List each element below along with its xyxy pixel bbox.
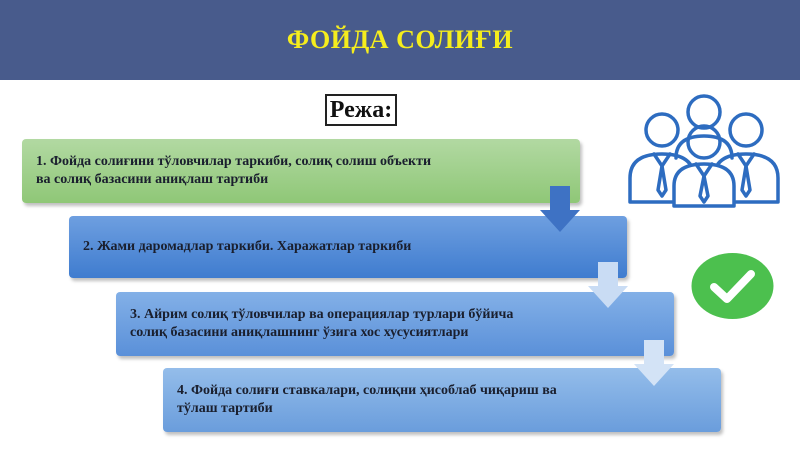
step-1-box: 1. Фойда солиғини тўловчилар таркиби, со… [22, 139, 580, 203]
slide-title: ФОЙДА СОЛИҒИ [286, 25, 514, 54]
step-2-box: 2. Жами даромадлар таркиби. Харажатлар т… [69, 216, 627, 278]
check-circle-icon [691, 253, 774, 319]
step-3-text: 3. Айрим солиқ тўловчилар ва операциялар… [130, 307, 514, 340]
step-4-text: 4. Фойда солиғи ставкалари, солиқни ҳисо… [177, 383, 557, 416]
step-1-text: 1. Фойда солиғини тўловчилар таркиби, со… [36, 154, 432, 187]
step-3-box: 3. Айрим солиқ тўловчилар ва операциялар… [116, 292, 674, 356]
arrow-down-icon [540, 186, 580, 232]
step-2-text: 2. Жами даромадлар таркиби. Харажатлар т… [83, 239, 412, 254]
arrow-down-icon [588, 262, 628, 308]
people-group-icon [628, 94, 780, 208]
plan-label: Режа: [325, 94, 397, 126]
header-banner: ФОЙДА СОЛИҒИ [0, 0, 800, 80]
arrow-down-icon [634, 340, 674, 386]
step-4-box: 4. Фойда солиғи ставкалари, солиқни ҳисо… [163, 368, 721, 432]
